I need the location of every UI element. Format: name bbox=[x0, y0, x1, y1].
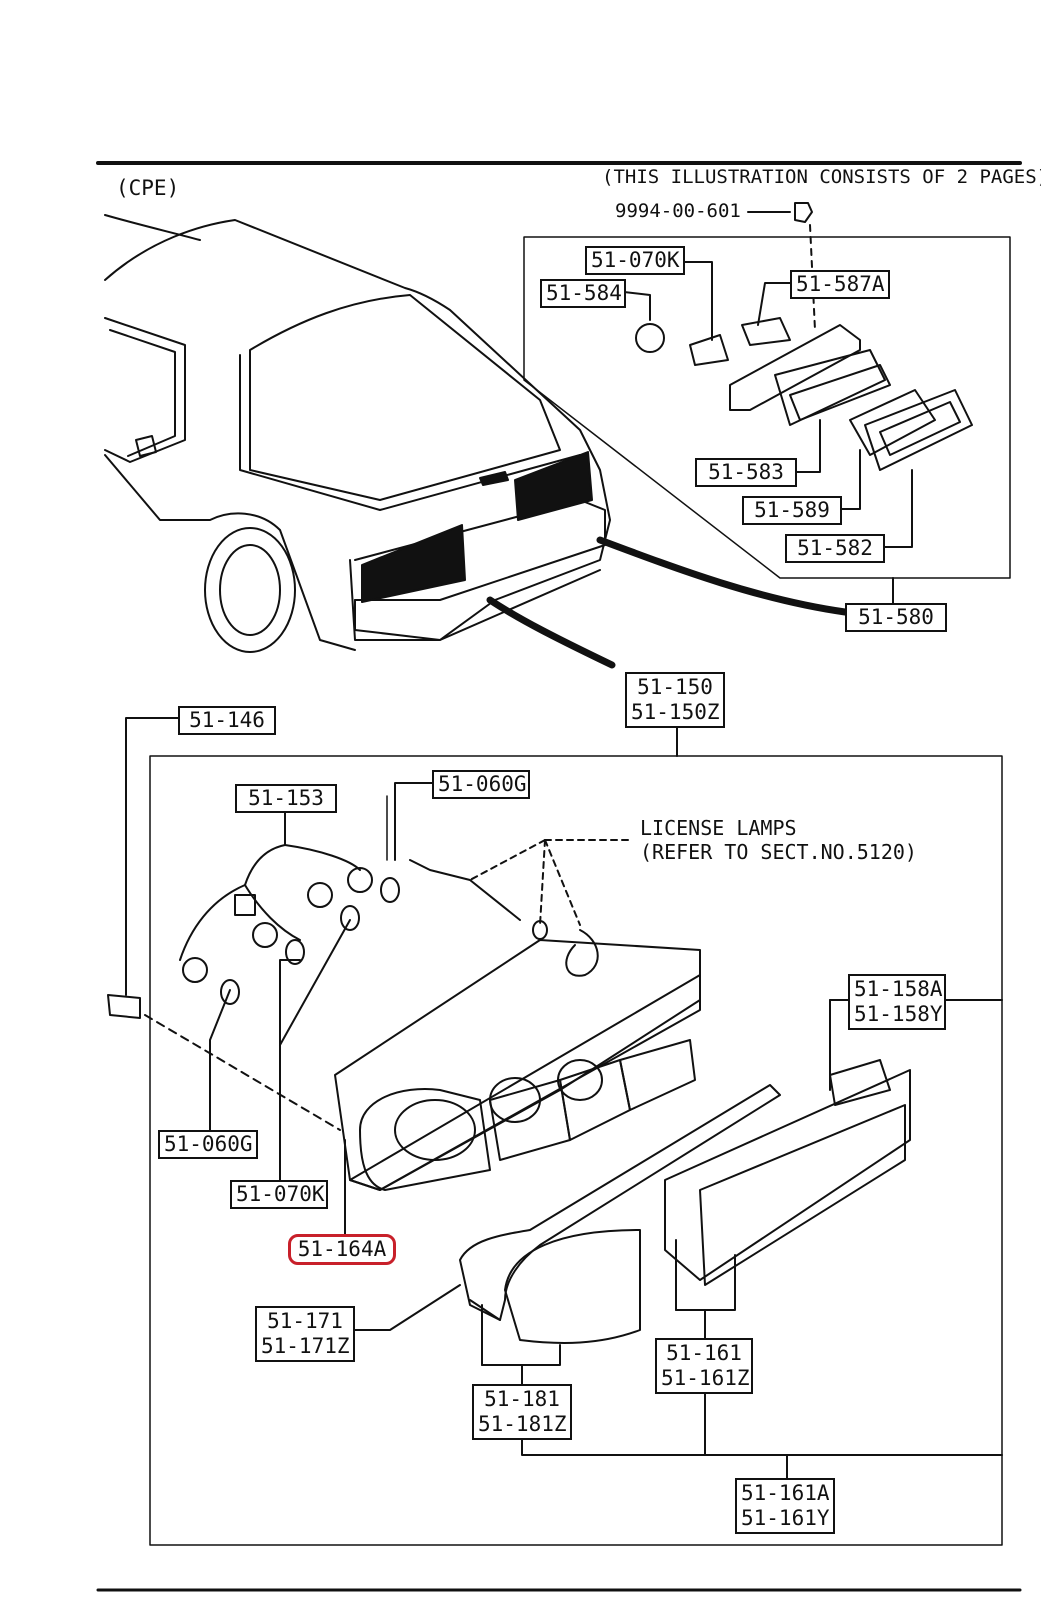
part-51-161: 51-161 bbox=[666, 1341, 742, 1365]
lens-assembly-icon bbox=[459, 1059, 911, 1344]
license-note-line1: LICENSE LAMPS bbox=[640, 816, 797, 840]
tail-lamp-housing-icon bbox=[107, 939, 701, 1191]
part-51-580[interactable]: 51-580 bbox=[845, 603, 947, 633]
part-51-583[interactable]: 51-583 bbox=[695, 458, 797, 488]
tail-lamp-right-fill bbox=[514, 451, 593, 521]
part-51-587A[interactable]: 51-587A bbox=[790, 270, 890, 300]
part-51-158Y: 51-158Y bbox=[854, 1002, 943, 1027]
part-51-161A-group[interactable]: 51-161A 51-161Y bbox=[735, 1478, 835, 1535]
tail-lamp-left-fill bbox=[361, 524, 466, 603]
part-51-161-group[interactable]: 51-161 51-161Z bbox=[655, 1338, 753, 1395]
part-51-161A: 51-161A bbox=[741, 1481, 830, 1505]
emblem-fill bbox=[479, 471, 509, 486]
part-51-181: 51-181 bbox=[484, 1387, 560, 1411]
part-51-158A: 51-158A bbox=[854, 977, 943, 1001]
side-marker-lamp-icon bbox=[635, 317, 973, 471]
part-51-070K-top[interactable]: 51-070K bbox=[585, 246, 685, 276]
part-51-171-group[interactable]: 51-171 51-171Z bbox=[255, 1306, 355, 1363]
part-51-582[interactable]: 51-582 bbox=[785, 534, 885, 564]
wiring-harness-icon bbox=[179, 804, 599, 1005]
part-51-060G-left[interactable]: 51-060G bbox=[158, 1130, 258, 1160]
part-51-150: 51-150 bbox=[637, 675, 713, 699]
part-51-060G-top[interactable]: 51-060G bbox=[432, 770, 530, 800]
part-51-164A-highlighted[interactable]: 51-164A bbox=[288, 1234, 396, 1266]
part-51-146[interactable]: 51-146 bbox=[178, 706, 276, 736]
side-marker-frame bbox=[523, 236, 1011, 579]
license-note-line2: (REFER TO SECT.NO.5120) bbox=[640, 840, 917, 864]
part-51-171: 51-171 bbox=[267, 1309, 343, 1333]
part-51-150-group[interactable]: 51-150 51-150Z bbox=[625, 672, 725, 729]
illustration-note: (THIS ILLUSTRATION CONSISTS OF 2 PAGES) bbox=[602, 166, 1041, 188]
part-51-171Z: 51-171Z bbox=[261, 1334, 350, 1359]
part-51-153[interactable]: 51-153 bbox=[235, 784, 337, 814]
part-51-181-group[interactable]: 51-181 51-181Z bbox=[472, 1384, 572, 1441]
part-51-161Z: 51-161Z bbox=[661, 1366, 750, 1391]
part-51-584[interactable]: 51-584 bbox=[540, 279, 626, 309]
part-51-150Z: 51-150Z bbox=[631, 700, 720, 725]
car-rear-icon bbox=[104, 214, 611, 653]
model-label: (CPE) bbox=[116, 176, 180, 200]
bolt-part-number: 9994-00-601 bbox=[615, 200, 741, 222]
part-51-181Z: 51-181Z bbox=[478, 1412, 567, 1437]
part-51-589[interactable]: 51-589 bbox=[742, 496, 842, 526]
part-51-070K-left[interactable]: 51-070K bbox=[230, 1180, 328, 1210]
part-51-158-group[interactable]: 51-158A 51-158Y bbox=[848, 974, 946, 1031]
tail-lamp-frame bbox=[149, 755, 1003, 1546]
part-51-161Y: 51-161Y bbox=[741, 1506, 830, 1531]
